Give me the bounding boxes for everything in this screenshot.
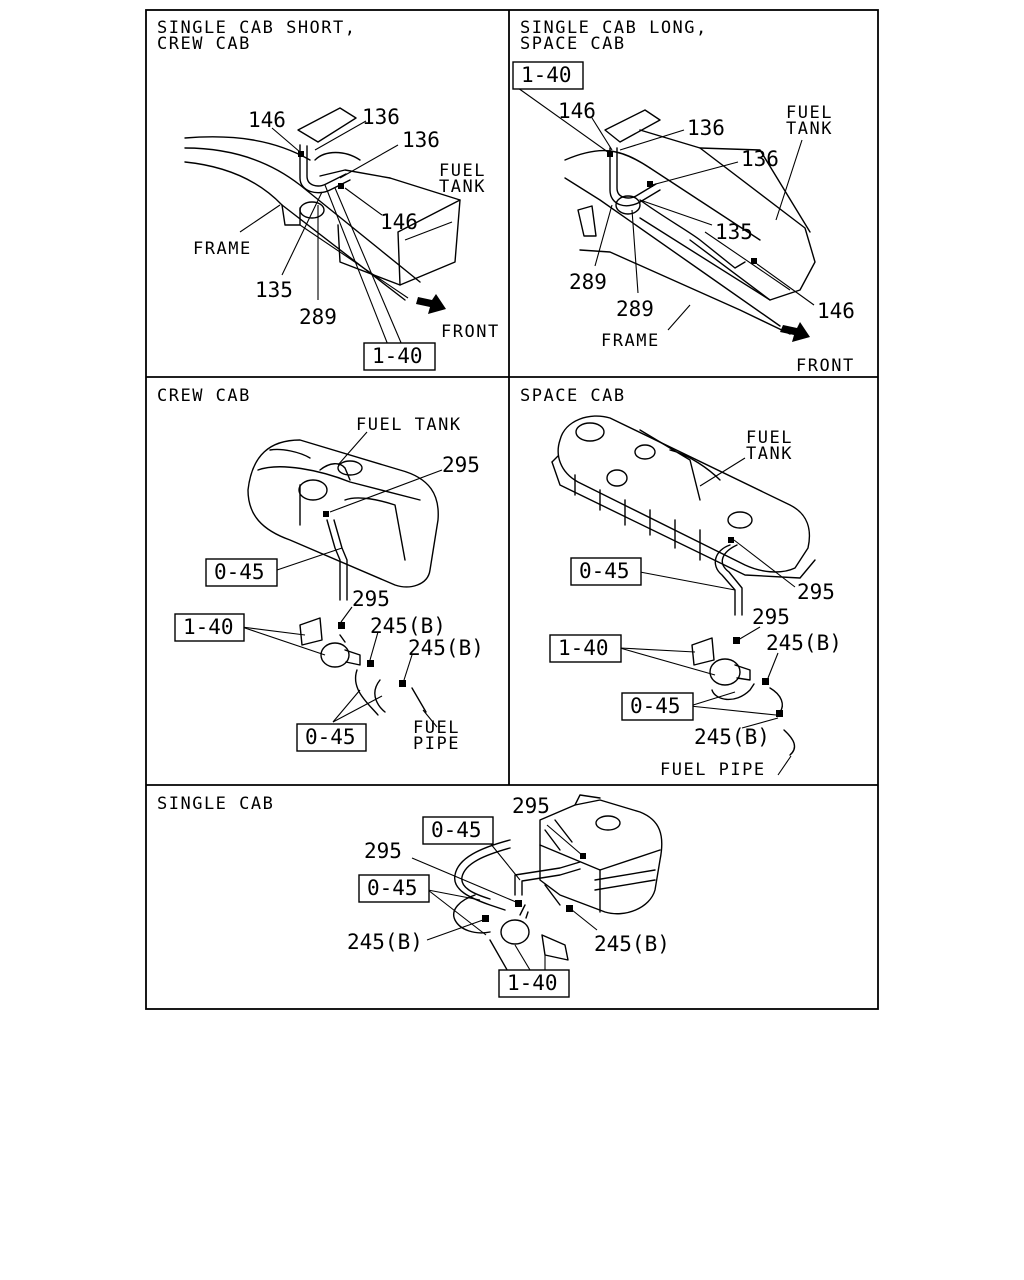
part-ref: 289	[569, 270, 607, 294]
tank-label: TANK	[439, 177, 486, 197]
part-ref: 136	[687, 116, 725, 140]
fuel-filter-assembly	[299, 617, 427, 716]
part-ref: 245(B)	[594, 932, 670, 956]
ref-box	[174, 613, 245, 642]
part-ref: 295	[512, 794, 550, 818]
fuel-label: FUEL	[413, 718, 460, 738]
part-ref: 146	[248, 108, 286, 132]
ref-box-label: 1-40	[183, 615, 234, 639]
fuel-filter-assembly	[691, 637, 796, 756]
diagram-frame	[145, 9, 879, 1010]
ref-box-label: 0-45	[214, 560, 265, 584]
ref-box	[296, 723, 367, 752]
panel-space-cab: SPACE CAB FUEL TANK 0-45 295 295 1-40 24…	[520, 386, 842, 780]
ref-box-label: 0-45	[630, 694, 681, 718]
ref-box	[363, 342, 436, 371]
fuel-tank-drawing	[551, 415, 816, 616]
part-ref: 295	[364, 839, 402, 863]
ref-box-label: 1-40	[507, 971, 558, 995]
fuel-tank-drawing	[639, 129, 816, 301]
ref-box	[422, 816, 494, 845]
pipe-label: PIPE	[413, 734, 460, 754]
ref-box-label: 0-45	[305, 725, 356, 749]
leader-lines	[619, 457, 796, 776]
fuel-label: FUEL	[439, 161, 486, 181]
part-ref: 245(B)	[347, 930, 423, 954]
panel-title: CREW CAB	[157, 386, 251, 406]
fuel-filter-assembly	[604, 109, 757, 269]
part-ref: 245(B)	[694, 725, 770, 749]
ref-box	[570, 557, 642, 586]
part-ref: 146	[380, 210, 418, 234]
front-label: FRONT	[796, 356, 855, 376]
fuel-label: FUEL	[746, 428, 793, 448]
front-label: FRONT	[441, 322, 500, 342]
part-ref: 245(B)	[766, 631, 842, 655]
panel-title-line1: SINGLE CAB SHORT,	[157, 18, 357, 38]
panel-title-line2: SPACE CAB	[520, 34, 626, 54]
part-ref: 295	[352, 587, 390, 611]
ref-box-label: 0-45	[579, 559, 630, 583]
part-ref: 245(B)	[370, 614, 446, 638]
part-ref: 289	[299, 305, 337, 329]
ref-box-label: 1-40	[521, 63, 572, 87]
part-ref: 245(B)	[408, 636, 484, 660]
frame-label: FRAME	[601, 331, 660, 351]
ref-box	[205, 558, 278, 587]
part-ref: 136	[362, 105, 400, 129]
ref-box-label: 0-45	[367, 876, 418, 900]
tank-label: TANK	[746, 444, 793, 464]
part-ref: 135	[255, 278, 293, 302]
fuel-tank-drawing	[247, 439, 439, 601]
fuel-tank-label: FUEL TANK	[356, 415, 462, 435]
leader-lines	[239, 120, 403, 346]
part-ref: 136	[741, 147, 779, 171]
ref-box-label: 0-45	[431, 818, 482, 842]
fuel-pipe-label: FUEL PIPE	[660, 760, 766, 780]
front-arrow-icon	[416, 294, 446, 314]
part-ref: 136	[402, 128, 440, 152]
part-ref: 146	[558, 99, 596, 123]
panel-crew-cab: CREW CAB FUEL TANK 295 0-45 295 1-40 245…	[157, 386, 484, 754]
ref-box	[358, 874, 430, 903]
panel-single-cab: SINGLE CAB 295 0-45 295 0-45 245(B) 245(…	[157, 794, 670, 998]
panel-title: SPACE CAB	[520, 386, 626, 406]
leader-lines	[517, 87, 815, 331]
fuel-tank-drawing	[514, 794, 663, 915]
fuel-filter-assembly	[453, 839, 573, 976]
part-ref: 295	[797, 580, 835, 604]
ref-box	[621, 692, 694, 721]
panel-single-cab-short-crew-cab: SINGLE CAB SHORT, CREW CAB FUEL TANK FRA…	[157, 18, 500, 371]
frame-label: FRAME	[193, 239, 252, 259]
panel-single-cab-long-space-cab: SINGLE CAB LONG, SPACE CAB 1-40 FUEL TAN…	[512, 18, 855, 376]
ref-box	[512, 61, 584, 90]
fuel-tank-drawing	[319, 169, 461, 286]
part-ref: 289	[616, 297, 654, 321]
leader-lines	[241, 431, 443, 728]
ref-box-label: 1-40	[558, 636, 609, 660]
panel-title-line1: SINGLE CAB LONG,	[520, 18, 708, 38]
ref-box-label: 1-40	[372, 344, 423, 368]
ref-box	[498, 969, 570, 998]
fuel-label: FUEL	[786, 103, 833, 123]
panel-title-line2: CREW CAB	[157, 34, 251, 54]
part-ref: 295	[752, 605, 790, 629]
part-ref: 135	[715, 220, 753, 244]
front-arrow-icon	[780, 322, 810, 342]
tank-label: TANK	[786, 119, 833, 139]
fuel-filter-assembly	[297, 107, 361, 219]
ref-box	[549, 634, 622, 663]
leader-lines	[411, 824, 598, 971]
part-ref: 146	[817, 299, 855, 323]
panel-title: SINGLE CAB	[157, 794, 274, 814]
part-ref: 295	[442, 453, 480, 477]
